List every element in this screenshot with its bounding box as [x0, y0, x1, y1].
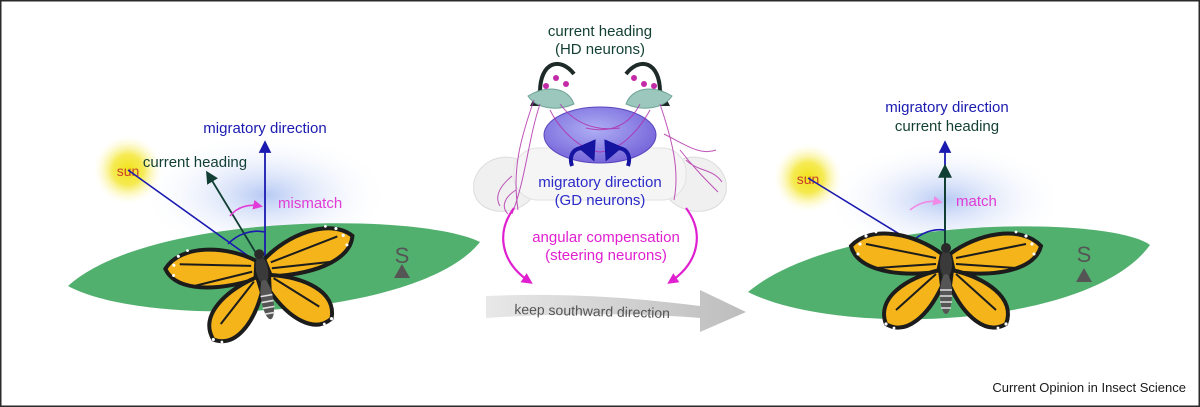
sun-label-right: sun	[797, 171, 820, 187]
keep-direction-arrow-icon	[486, 290, 746, 332]
match-arrow	[909, 195, 943, 211]
migratory-direction-label: migratory direction	[203, 120, 326, 137]
keep-direction-label: keep southward direction	[514, 301, 670, 321]
gd-neurons-label-line1: migratory direction	[538, 174, 661, 191]
left-panel: sun migratory direction current heading …	[68, 120, 480, 353]
gd-neurons-label-line2: (GD neurons)	[555, 192, 646, 209]
steering-arrow-right	[667, 207, 698, 284]
current-heading-label: current heading	[143, 154, 247, 171]
journal-credit: Current Opinion in Insect Science	[992, 380, 1186, 395]
center-panel: current heading (HD neurons)	[473, 23, 746, 332]
migratory-direction-label-right: migratory direction	[885, 99, 1008, 116]
steering-arrow-left	[502, 207, 533, 284]
gd-rotation-arrow-right	[604, 139, 632, 167]
hd-neurons-label-line2: (HD neurons)	[555, 41, 645, 58]
brain-model	[473, 75, 727, 215]
compass-triangle-icon-right	[1076, 268, 1092, 282]
mismatch-label: mismatch	[278, 195, 342, 212]
match-label: match	[956, 193, 997, 210]
central-body	[543, 106, 657, 164]
gd-rotation-arrow-left	[568, 139, 596, 167]
current-heading-label-right: current heading	[895, 118, 999, 135]
steering-neurons-label-line1: angular compensation	[532, 229, 680, 246]
compass-triangle-icon	[394, 264, 410, 278]
steering-neurons-label-line2: (steering neurons)	[545, 247, 667, 264]
right-panel: sun migratory direction current heading …	[748, 99, 1150, 332]
compass-letter: S	[395, 243, 410, 268]
hd-rotation-arrow-right	[624, 62, 671, 107]
hd-neurons-label-line1: current heading	[548, 23, 652, 40]
protocerebral-bridge-left	[527, 88, 575, 109]
hd-rotation-arrow-left	[529, 62, 576, 107]
mismatch-arrow	[229, 199, 263, 217]
protocerebral-bridge-right	[625, 88, 673, 109]
sun-ray-line	[127, 169, 266, 269]
angle-arc	[227, 230, 266, 245]
compass-letter-right: S	[1077, 242, 1092, 267]
neuron-somata	[543, 75, 657, 89]
